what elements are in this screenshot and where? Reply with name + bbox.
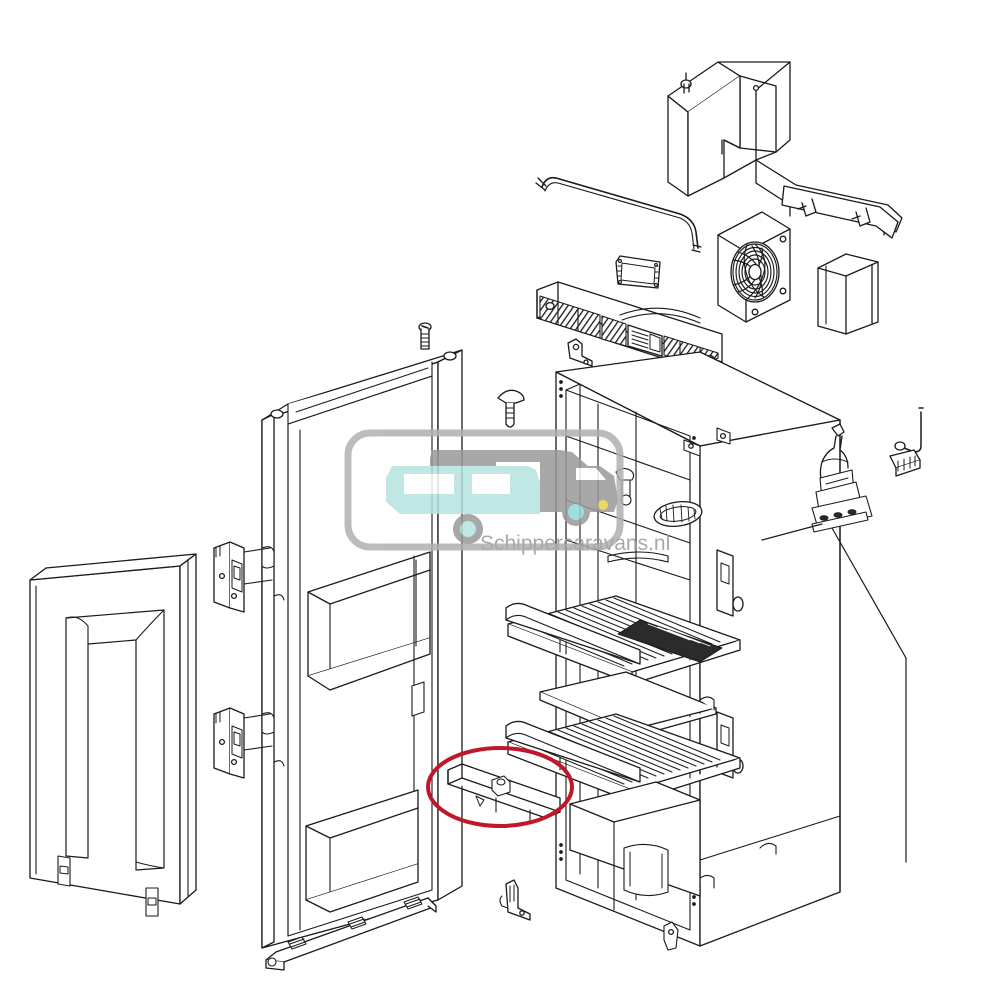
part-ice-tray [653, 501, 703, 527]
part-wire-shelf-upper [505, 595, 741, 701]
part-hinge-bracket-upper [213, 541, 273, 613]
watermark: Schippercaravans.nl [344, 429, 670, 555]
part-screw-fastener [418, 322, 432, 350]
highlight-ellipse [426, 746, 574, 828]
part-door-shelf-bar [447, 763, 561, 823]
part-hinge-bracket-lower [213, 707, 273, 779]
part-wire-harness [535, 176, 702, 253]
part-push-rivet [497, 389, 525, 428]
leader-line-cooling-unit [831, 527, 907, 863]
part-corner-bracket [499, 879, 531, 921]
part-vent-hinge-lug [567, 338, 593, 367]
part-refrigerator-door [261, 349, 463, 949]
part-ventilation-grille [536, 281, 723, 371]
part-burner-assembly [811, 423, 873, 533]
part-freezer-compartment [565, 435, 703, 581]
part-crisper-bin [569, 781, 701, 911]
part-terminal-block [889, 449, 921, 477]
part-control-module [615, 255, 661, 289]
part-lower-hinge-pin [663, 921, 679, 951]
part-thermocouple-probe [894, 407, 924, 453]
part-mounting-rail [781, 185, 899, 239]
part-cooling-fan [717, 211, 791, 323]
part-control-box [817, 253, 879, 335]
part-outer-door-panel [29, 553, 197, 917]
part-door-bottom-trim-rail [265, 896, 437, 971]
watermark-caravan-icon [386, 466, 540, 544]
watermark-frame [344, 429, 624, 551]
watermark-text: Schippercaravans.nl [480, 532, 670, 555]
